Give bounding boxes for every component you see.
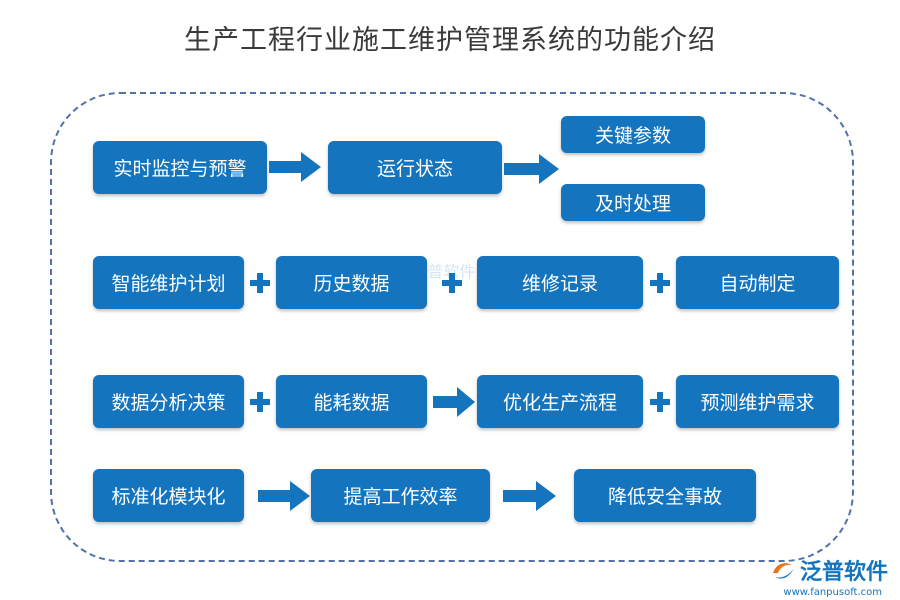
plus-icon: [250, 273, 270, 293]
node-energy-data: 能耗数据: [276, 375, 427, 428]
node-smart-maintenance-plan: 智能维护计划: [93, 256, 244, 309]
plus-icon: [650, 392, 670, 412]
logo-url: www.fanpusoft.com: [783, 587, 882, 598]
arrow-right-icon: [258, 481, 310, 511]
arrow-right-icon: [503, 481, 556, 511]
node-realtime-monitoring: 实时监控与预警: [93, 141, 267, 194]
brand-logo: 泛普软件: [770, 554, 888, 586]
arrow-right-icon: [504, 154, 559, 184]
page-title: 生产工程行业施工维护管理系统的功能介绍: [184, 25, 716, 56]
node-reduce-accidents: 降低安全事故: [574, 469, 756, 522]
node-historical-data: 历史数据: [276, 256, 427, 309]
arrow-right-icon: [433, 387, 475, 417]
node-data-analysis-decision: 数据分析决策: [93, 375, 244, 428]
node-predict-maintenance: 预测维护需求: [676, 375, 839, 428]
node-optimize-production: 优化生产流程: [477, 375, 643, 428]
plus-icon: [250, 392, 270, 412]
watermark-text: 泛普软件: [411, 262, 476, 281]
arrow-right-icon: [269, 152, 321, 182]
dashed-frame: [50, 92, 854, 562]
logo-text: 泛普软件: [799, 560, 888, 585]
node-timely-handling: 及时处理: [561, 184, 705, 221]
node-auto-formulation: 自动制定: [676, 256, 839, 309]
node-operating-status: 运行状态: [328, 141, 502, 194]
node-improve-efficiency: 提高工作效率: [311, 469, 490, 522]
node-standardization: 标准化模块化: [93, 469, 244, 522]
plus-icon: [650, 273, 670, 293]
node-key-parameters: 关键参数: [561, 116, 705, 153]
plus-icon: [442, 273, 462, 293]
node-repair-records: 维修记录: [477, 256, 643, 309]
fanpu-logo-icon: [772, 563, 794, 579]
